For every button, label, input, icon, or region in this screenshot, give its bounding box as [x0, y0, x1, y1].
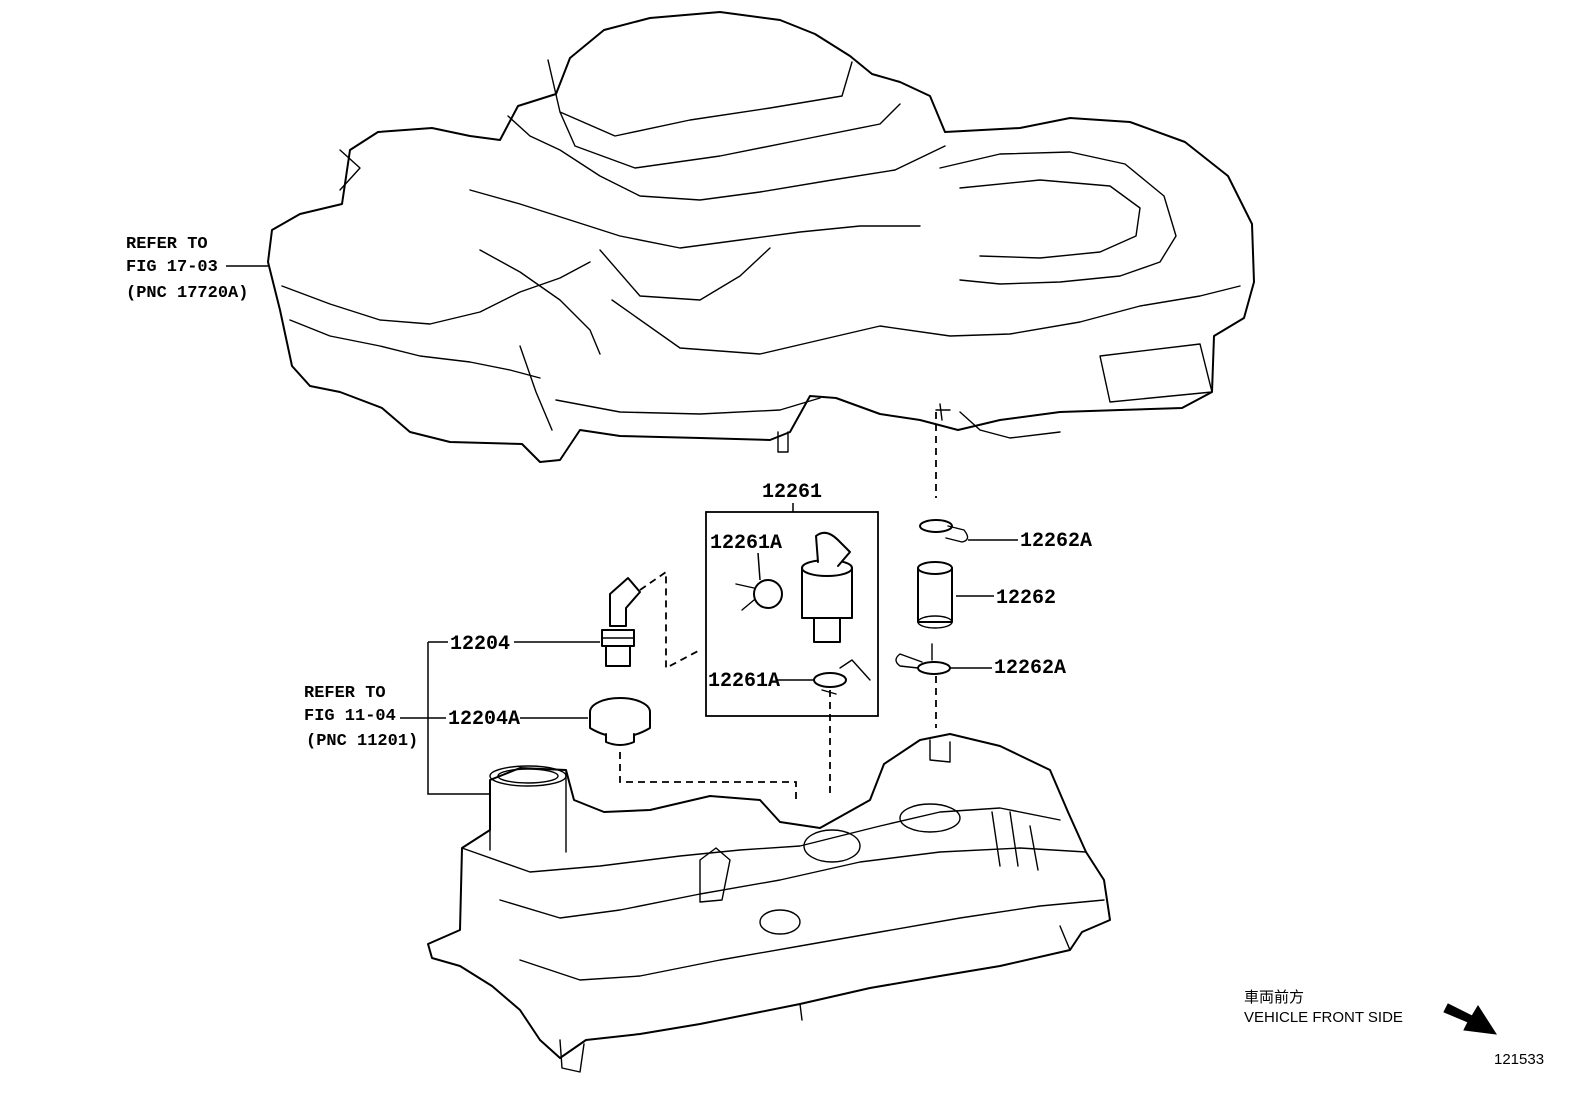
- pcv-grommet: [589, 697, 651, 746]
- reference-line-1: REFER TO: [126, 235, 208, 254]
- hose-clamp-12262a-lower: [895, 643, 951, 675]
- reference-line-3: (PNC 11201): [306, 732, 418, 751]
- reference-line-2: FIG 17-03: [126, 258, 218, 277]
- hose-clip-12261a-upper: [735, 579, 783, 611]
- direction-label-jp: 車両前方: [1244, 989, 1304, 1006]
- reference-line-2: FIG 11-04: [304, 707, 396, 726]
- hose-clip-12261a-lower: [813, 659, 871, 695]
- reference-note-manifold: REFER TO FIG 17-03 (PNC 17720A): [126, 235, 248, 303]
- callout-12261a-upper: 12261A: [710, 532, 782, 555]
- callout-12262a-upper: 12262A: [1020, 530, 1092, 553]
- reference-note-head-cover: REFER TO FIG 11-04 (PNC 11201): [304, 684, 418, 751]
- connection-lines: [619, 412, 937, 800]
- callout-12262a-lower: 12262A: [994, 657, 1066, 680]
- kit-12261-frame: [705, 511, 879, 717]
- pcv-valve: [601, 577, 641, 667]
- figure-number: 121533: [1494, 1051, 1544, 1068]
- callout-12204a: 12204A: [448, 708, 520, 731]
- front-arrow-icon: [1443, 1003, 1497, 1035]
- pcv-union-12261: [801, 531, 853, 643]
- ventilation-hose-12262: [917, 561, 953, 629]
- reference-line-1: REFER TO: [304, 684, 386, 703]
- reference-line-3: (PNC 17720A): [126, 284, 248, 303]
- callout-12204: 12204: [450, 633, 510, 656]
- direction-label-en: VEHICLE FRONT SIDE: [1244, 1009, 1403, 1026]
- leader-lines: [226, 265, 1018, 795]
- cylinder-head-cover: [427, 733, 1111, 1073]
- intake-manifold: [267, 11, 1255, 463]
- callout-12262: 12262: [996, 587, 1056, 610]
- hose-clamp-12262a-upper: [919, 519, 969, 543]
- callout-12261a-lower: 12261A: [708, 670, 780, 693]
- callout-12261: 12261: [762, 481, 822, 504]
